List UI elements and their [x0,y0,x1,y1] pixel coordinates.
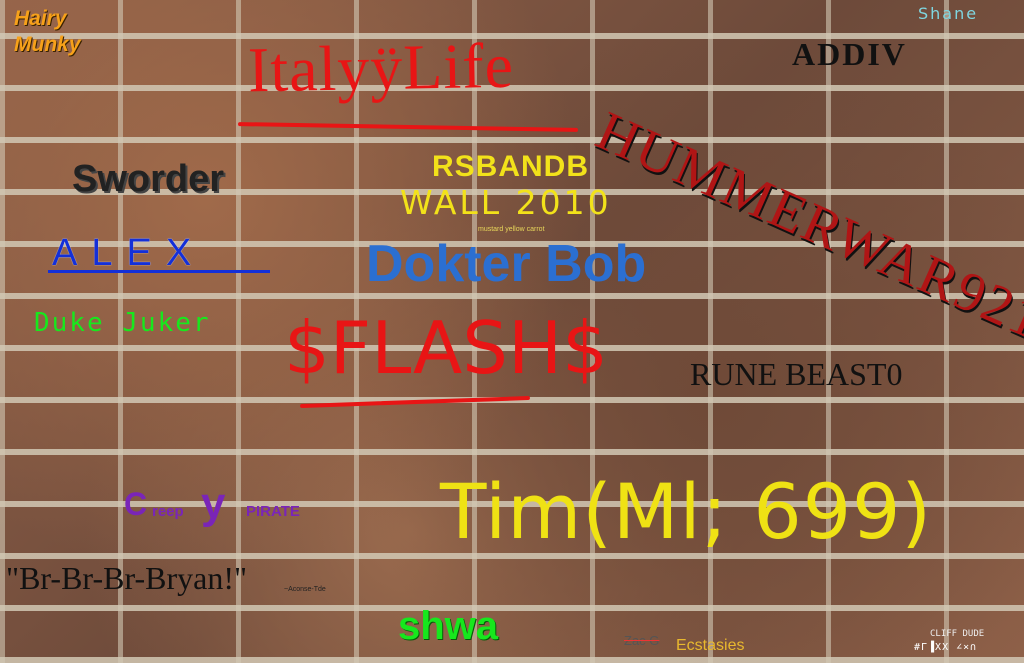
graffiti-flashs: $FLASH$ [284,306,608,390]
graffiti-zac-crossed-out: Zac G [624,633,660,648]
graffiti-hairy-munky: Hairy Munky [14,6,81,59]
graffiti-cliff-dude: CLIFF DUDE [930,629,985,639]
graffiti-creepy-pirate: PIRATE [246,503,300,520]
hairy-line2: Munky [14,33,81,57]
graffiti-sworder: Sworder [72,158,225,200]
graffiti-rsbandb: RSBANDB [432,150,589,183]
graffiti-tim: Tim(Ml; 699) [440,467,933,556]
graffiti-dokter-bob: Dokter Bob [366,235,647,293]
graffiti-rune-beast0: RUNE BEAST0 [690,356,903,392]
hairy-line1: Hairy [14,7,67,30]
graffiti-italylife: ItalyÿLife [247,29,515,106]
graffiti-hummerwar921: HUMMERWAR921 [587,99,1024,353]
graffiti-creepy-reep: reep [152,503,184,520]
graffiti-wall-2010: WALL 2010 [400,183,612,222]
graffiti-shane: Shane [918,4,979,23]
graffiti-mustard-caption: mustard yellow carrot [478,226,545,233]
graffiti-bryan-quote: "Br-Br-Br-Bryan!" [6,560,248,596]
graffiti-addiv: ADDIV [792,36,907,72]
italylife-underline [237,122,579,132]
graffiti-cliff-glyphs: #Γ▐XX ∠×∩ [914,642,978,653]
graffiti-creepy-c: C [124,486,148,522]
graffiti-ecstasies: Ecstasies [676,637,745,654]
graffiti-alex: ALEX [52,232,206,274]
flashs-underline [300,395,530,409]
graffiti-bryan-signature: ~Aconse-Tde [284,586,326,593]
graffiti-duke-juker: Duke Juker [34,308,211,338]
graffiti-shwa: shwa [398,604,499,648]
alex-underline [48,270,270,273]
graffiti-creepy-y: y [201,479,226,528]
